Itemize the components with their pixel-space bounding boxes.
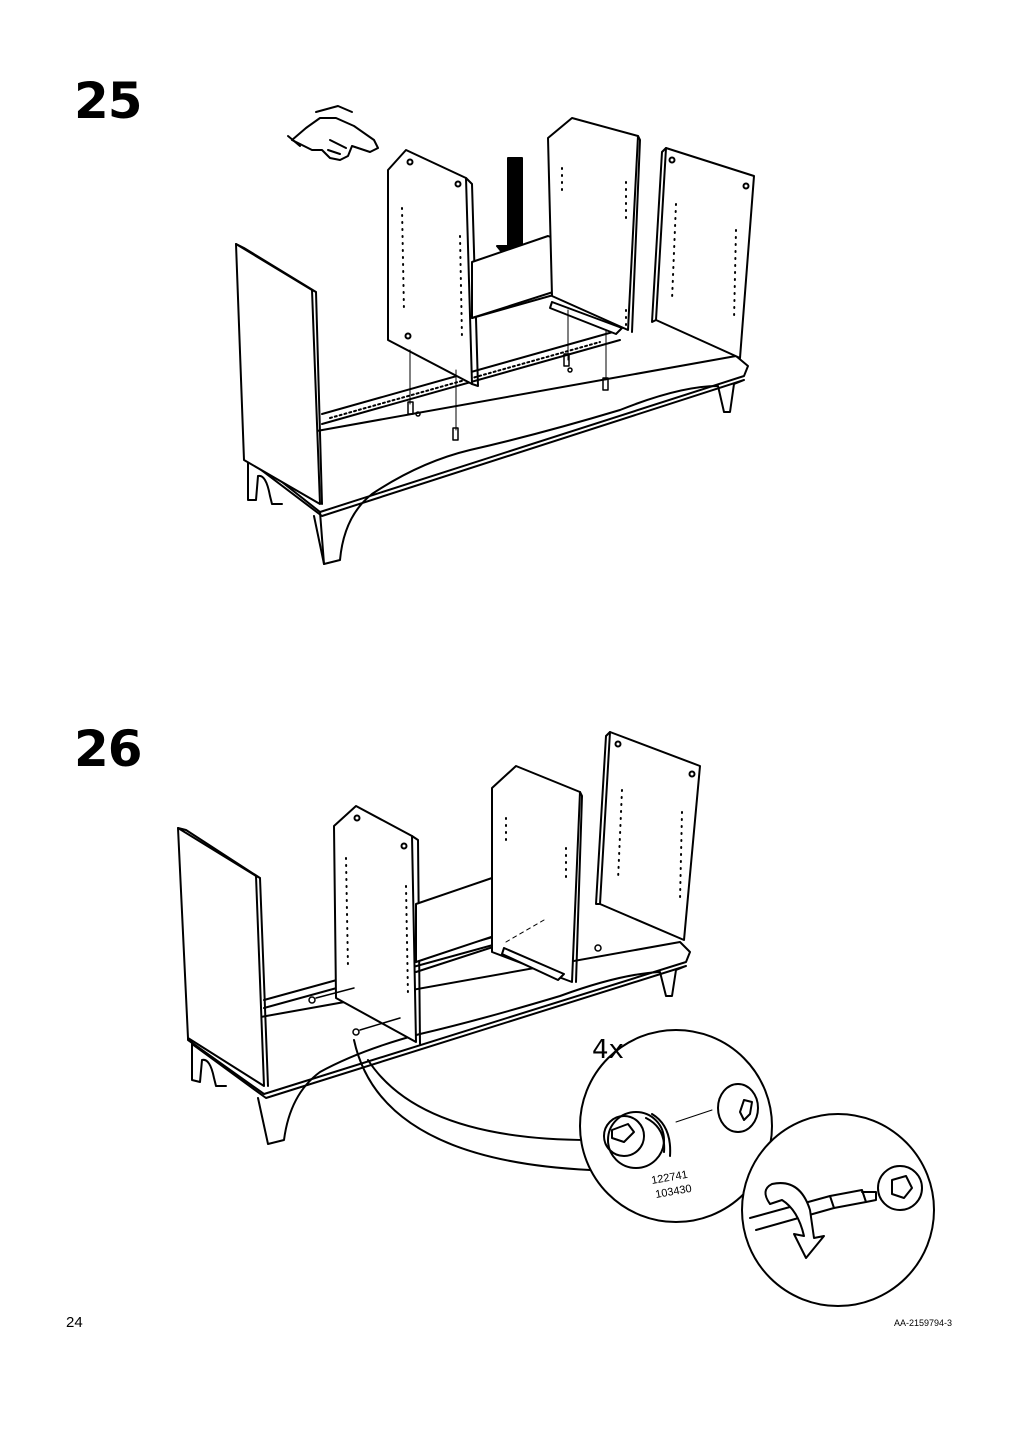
screwdriver-icon [750,1190,876,1230]
step-25-number: 25 [74,72,143,130]
pointing-hand-icon [288,106,378,160]
page-number: 24 [66,1314,83,1331]
part-number-1: 122741 [650,1169,688,1187]
step-26-number: 26 [74,720,143,778]
cam-lock-icon [878,1166,922,1210]
callout-quantity: 4x [592,1035,624,1065]
cam-lock-icon [604,1112,670,1168]
document-code: AA-2159794-3 [894,1318,953,1328]
rotate-clockwise-arrow-icon [765,1183,824,1258]
part-number-2: 103430 [654,1183,692,1201]
step-25-illustration [0,0,1012,700]
